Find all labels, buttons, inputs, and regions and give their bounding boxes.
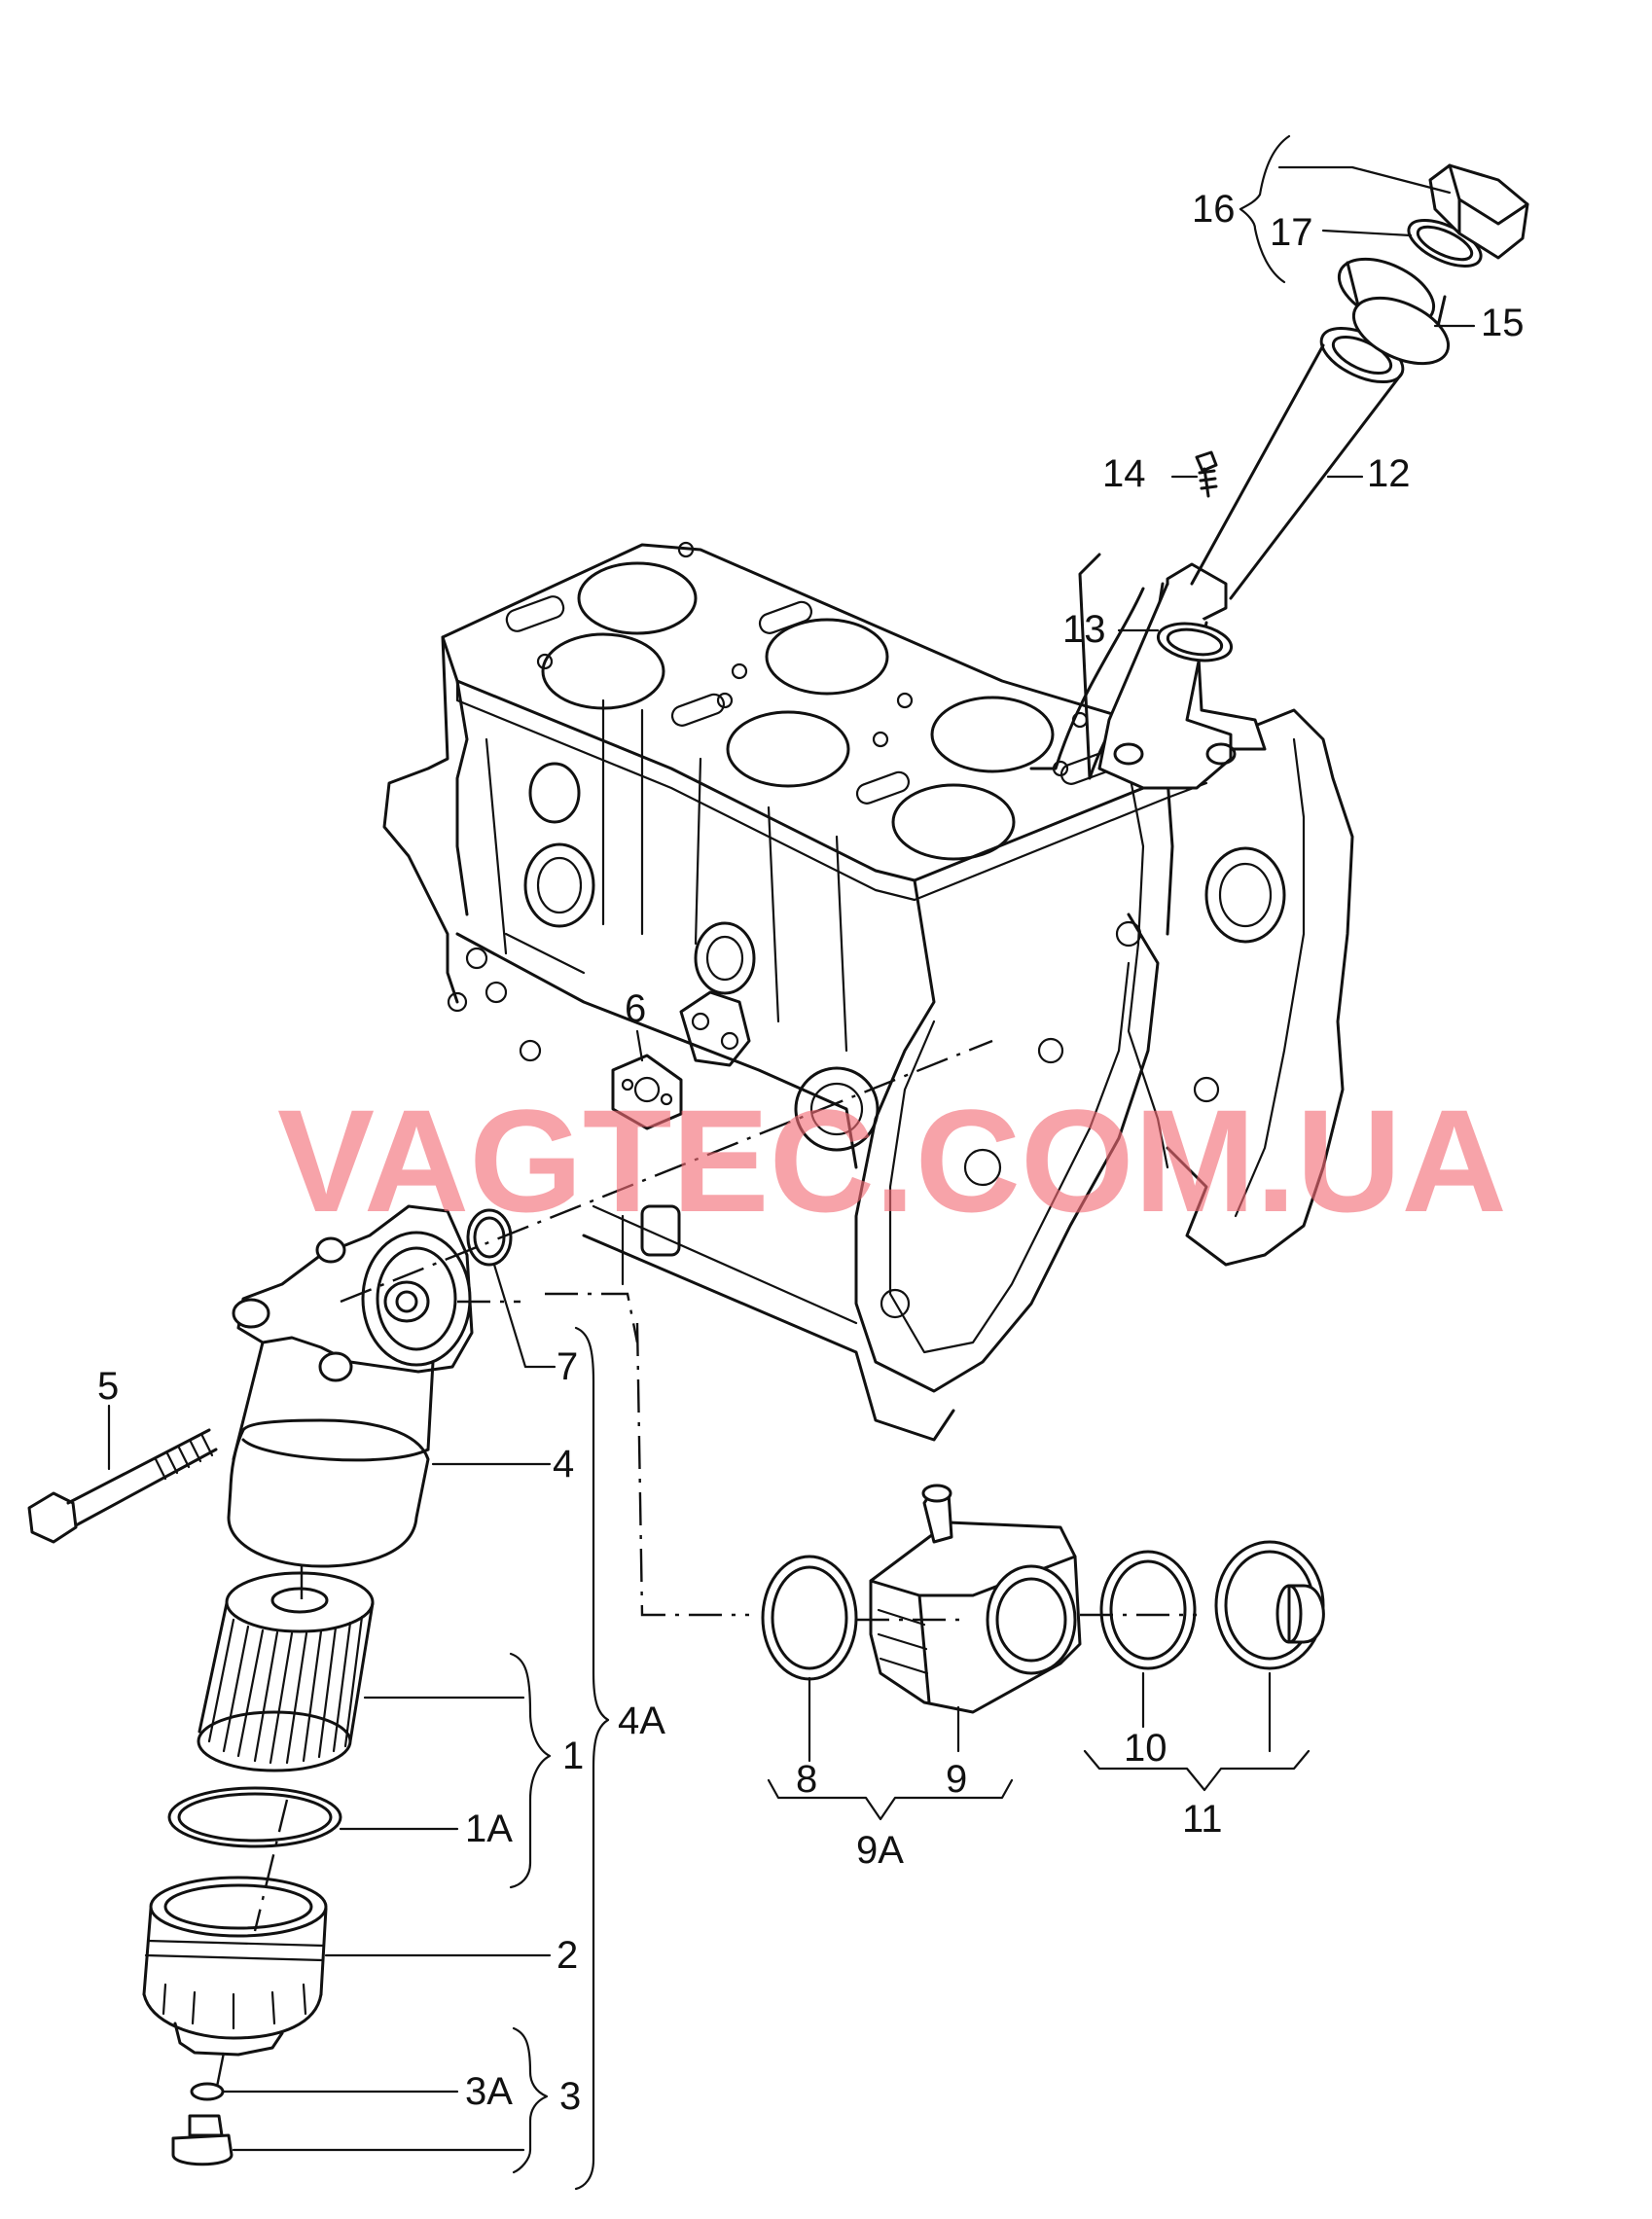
plug-11 [1214,1540,1325,1670]
filter-cap-2 [142,1876,328,2057]
dipstick-guide-15 [1337,257,1451,366]
leader-lines [107,134,1476,2191]
label-1: 1 [562,1735,584,1777]
label-3A: 3A [465,2070,513,2113]
seal-10 [1099,1550,1197,1670]
dipstick-tube-assembly [1029,163,1529,790]
label-6: 6 [625,987,646,1030]
label-4: 4 [553,1443,574,1485]
label-17: 17 [1270,211,1313,254]
engine-block [382,541,1354,1442]
drain-plug-3 [171,2114,233,2166]
label-1A: 1A [465,1807,513,1850]
watermark: VAGTEC.COM.UA [277,1079,1507,1242]
label-7: 7 [557,1345,578,1388]
gasket-6 [611,1054,683,1130]
o-ring-1A [167,1786,342,1848]
label-14: 14 [1102,452,1146,495]
label-15: 15 [1481,302,1525,344]
label-4A: 4A [618,1700,665,1742]
label-9: 9 [946,1758,967,1801]
label-10: 10 [1124,1727,1167,1770]
label-16: 16 [1192,188,1236,231]
label-9A: 9A [856,1829,904,1872]
bolt-14 [1195,450,1218,498]
label-8: 8 [796,1758,817,1801]
label-12: 12 [1367,452,1411,495]
dipstick-cap-16 [1428,163,1529,260]
label-13: 13 [1062,608,1106,651]
label-3: 3 [559,2075,581,2118]
oil-filter-housing-4 [227,1204,474,1568]
bolt-5 [27,1428,218,1544]
label-5: 5 [97,1365,119,1408]
label-11: 11 [1182,1798,1223,1841]
oil-cooler-9 [869,1484,1082,1714]
part-labels: 16 17 15 12 14 13 6 7 4 5 1 1A 2 3A 3 4A… [97,188,1525,2118]
seal-8 [761,1555,858,1681]
filter-element-1 [197,1571,375,1772]
label-2: 2 [557,1934,578,1977]
seal-3A [190,2082,225,2101]
